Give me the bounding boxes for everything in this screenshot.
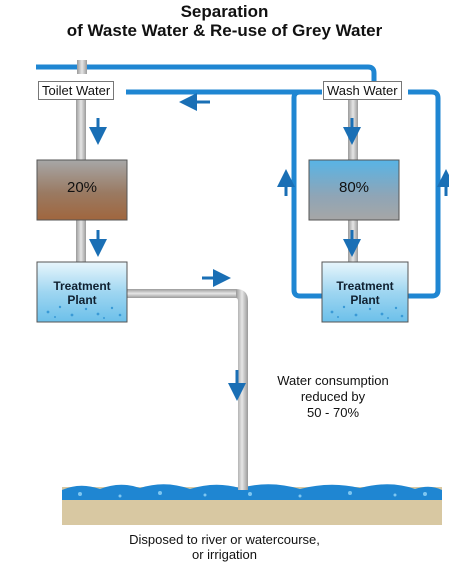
wash-water-label: Wash Water xyxy=(323,81,402,100)
ground xyxy=(62,484,442,525)
left-treatment-plant xyxy=(36,261,128,323)
toilet-waste-tank xyxy=(36,159,128,221)
flow-arrows xyxy=(89,93,449,401)
footer-line1: Disposed to river or watercourse, xyxy=(129,532,320,547)
toilet-tank-percent: 20% xyxy=(66,179,98,196)
right-plant-line2: Plant xyxy=(350,293,380,307)
left-plant-line2: Plant xyxy=(67,293,97,307)
footer-line2: or irrigation xyxy=(191,547,258,562)
wash-tank-percent: 80% xyxy=(338,179,370,196)
disposal-caption: Disposed to river or watercourse, or irr… xyxy=(0,532,449,562)
note-line3: 50 - 70% xyxy=(306,405,360,420)
right-plant-label: Treatment Plant xyxy=(319,279,411,307)
consumption-note: Water consumption reduced by 50 - 70% xyxy=(268,373,398,421)
diagram-subtitle: of Waste Water & Re-use of Grey Water xyxy=(66,21,383,40)
left-plant-label: Treatment Plant xyxy=(36,279,128,307)
left-plant-line1: Treatment xyxy=(53,279,111,293)
wash-grey-tank xyxy=(308,159,400,221)
note-line1: Water consumption xyxy=(277,373,389,388)
blue-pipe-network xyxy=(36,64,441,299)
note-line2: reduced by xyxy=(300,389,366,404)
right-plant-line1: Treatment xyxy=(336,279,394,293)
right-treatment-plant xyxy=(321,261,409,323)
diagram-title: Separation xyxy=(180,2,269,21)
toilet-water-label: Toilet Water xyxy=(38,81,115,100)
